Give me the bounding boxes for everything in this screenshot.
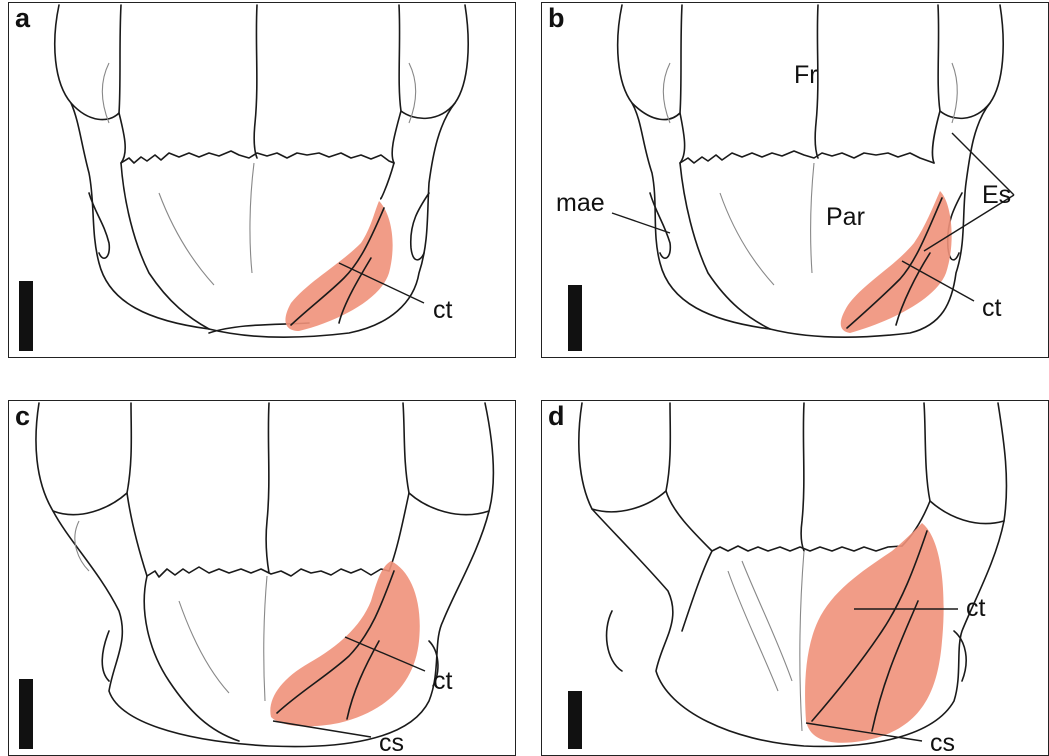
panel-c: ct cs c [8,400,516,756]
highlight-region-d [805,523,944,743]
panel-b: Fr Par mae Es ct b [541,2,1049,358]
highlight-region-b [840,191,952,333]
highlight-region-c [270,561,420,727]
label-fr: Fr [794,61,818,89]
leader-line-cs-d [805,722,923,742]
scale-bar-a [19,281,33,351]
leader-line-es-1 [951,132,1015,196]
label-cs-d: cs [930,729,955,756]
panel-label-d: d [548,401,565,431]
panel-label-a: a [15,3,31,33]
label-ct-d: ct [966,594,986,622]
label-ct-a: ct [433,296,453,324]
scale-bar-b [568,285,582,351]
skull-drawing-c: ct cs [19,402,495,756]
label-cs-c: cs [379,729,404,756]
label-es: Es [982,181,1011,209]
leader-line-ct-b [901,260,975,302]
panel-label-b: b [548,3,565,33]
skull-drawing-a: ct [19,4,469,351]
leader-line-mae [611,212,671,234]
highlight-region-a [285,201,393,331]
label-ct-c: ct [433,667,453,695]
label-par: Par [826,203,865,231]
label-mae: mae [556,189,605,217]
panel-label-c: c [15,401,31,431]
panel-d: ct cs d [541,400,1049,756]
label-ct-b: ct [982,294,1002,322]
leader-line-es-2 [923,194,1015,252]
panel-a: ct a [8,2,516,358]
skull-drawing-b: Fr Par mae Es ct [556,4,1015,351]
leader-line-ct-a [338,262,425,304]
scale-bar-d [568,691,582,749]
skull-drawing-d: ct cs [568,402,1008,756]
leader-line-cs-c [272,720,372,738]
scale-bar-c [19,679,33,749]
leader-line-ct-c [344,636,426,672]
